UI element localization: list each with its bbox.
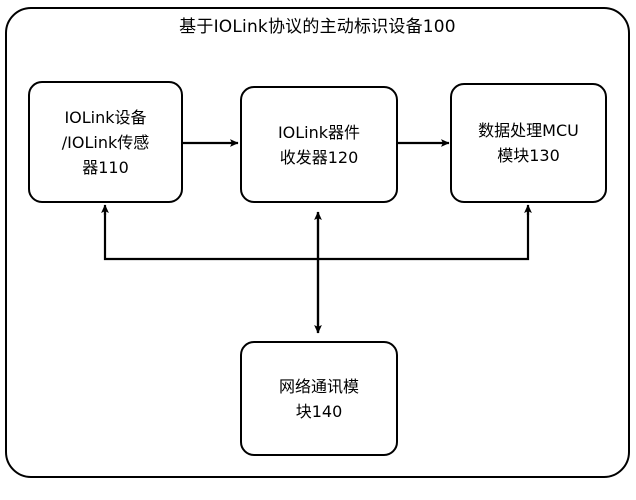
feedback-bus [101, 204, 532, 261]
node-network-communication-label: 网络通讯模 块140 [278, 376, 359, 421]
node-iolink-device-label: IOLink设备 /IOLink传感 器110 [61, 107, 150, 177]
node-data-processing-mcu[interactable]: 数据处理MCU 模块130 [450, 83, 607, 203]
node-iolink-transceiver-label: IOLink器件 收发器120 [277, 122, 361, 167]
node-network-communication[interactable]: 网络通讯模 块140 [240, 341, 398, 456]
node-iolink-device[interactable]: IOLink设备 /IOLink传感 器110 [28, 81, 183, 203]
node-data-processing-mcu-label: 数据处理MCU 模块130 [478, 121, 579, 165]
node-iolink-transceiver[interactable]: IOLink器件 收发器120 [240, 86, 398, 203]
outer-system-boundary [5, 7, 630, 478]
diagram-title: 基于IOLink协议的主动标识设备100 [179, 17, 456, 37]
